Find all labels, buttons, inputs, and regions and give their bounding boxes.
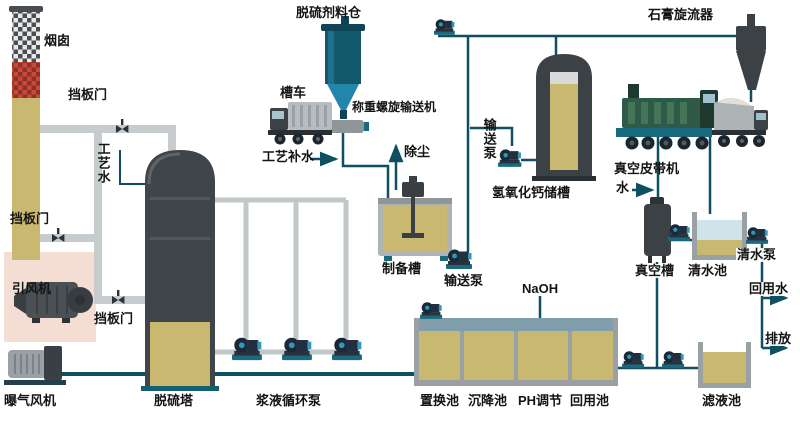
label-clean-water-pool: 清水池 (688, 263, 728, 278)
label-vacuum-belt: 真空皮带机 (614, 161, 680, 176)
transfer-pump-label-top: 输送泵 (481, 118, 497, 160)
vacuum-transfer-pump-icon (668, 224, 691, 241)
dump-truck-icon (712, 97, 768, 147)
label-slurry-pumps: 浆液循环泵 (256, 393, 322, 408)
flue-gas-ducts (38, 125, 176, 304)
process-lines (62, 34, 789, 376)
aeration-blower-icon (4, 346, 66, 385)
spray-pipes (215, 197, 349, 355)
lime-transfer-pump-icon (498, 149, 522, 167)
chimney-stack (9, 6, 43, 260)
filtrate-pump-icon-2 (662, 351, 685, 368)
label-vacuum-tank: 真空槽 (634, 263, 676, 278)
fgd-tower-vessel (141, 150, 219, 391)
treatment-pools (414, 318, 618, 386)
process-water-line (119, 150, 145, 185)
label-clean-water-pump: 清水泵 (736, 247, 778, 262)
conveyor-discharge-line (341, 133, 390, 198)
clean-water-pool-vessel (692, 212, 747, 260)
label-discharge: 排放 (764, 331, 793, 346)
gypsum-cyclone-icon (736, 14, 766, 90)
damper-label-3: 挡板门 (94, 311, 134, 326)
prep-transfer-pump-icon (446, 249, 472, 269)
gypsum-feed-pump-icon (434, 19, 455, 35)
label-reuse-water: 回用水 (748, 281, 790, 296)
label-settling-pool: 沉降池 (468, 393, 508, 408)
label-aeration-blower: 曝气风机 (4, 393, 57, 408)
label-screw-conveyor: 称重螺旋输送机 (352, 100, 437, 114)
label-water: 水 (616, 180, 630, 195)
label-ph-adjust: PH调节 (518, 393, 563, 408)
agitator-icon (402, 176, 424, 238)
label-reuse-pool: 回用池 (570, 393, 610, 408)
filtrate-pool-vessel (698, 342, 751, 388)
lime-pump-discharge (470, 126, 514, 146)
transfer-pump-label-bottom: 输送泵 (444, 273, 484, 288)
label-process-water: 工艺水 (95, 142, 111, 184)
damper-label-1: 挡板门 (68, 87, 108, 102)
pool-pump-icon (420, 302, 443, 319)
label-dedusting: 除尘 (404, 144, 431, 159)
tank-truck-icon (268, 102, 332, 145)
label-naoh: NaOH (522, 281, 559, 296)
label-id-fan: 引风机 (12, 281, 52, 296)
vacuum-tank-vessel (644, 197, 671, 263)
damper-label-2: 挡板门 (10, 211, 50, 226)
label-fgd-tower: 脱硫塔 (154, 393, 194, 408)
desulfurizer-silo (321, 16, 365, 119)
slurry-pump-icon-1 (232, 337, 262, 361)
label-tank-truck: 槽车 (280, 85, 307, 100)
prep-tank-vessel (378, 176, 452, 261)
label-makeup-water: 工艺补水 (262, 149, 315, 164)
vacuum-belt-machine (616, 84, 718, 150)
label-replacement-pool: 置换池 (420, 393, 460, 408)
label-gypsum-cyclone: 石膏旋流器 (648, 7, 714, 22)
slurry-pump-icon-2 (282, 337, 312, 361)
clean-water-pump-icon (746, 227, 769, 244)
label-silo: 脱硫剂料仓 (296, 5, 362, 20)
lime-storage-tank-vessel (532, 54, 596, 181)
label-prep-tank: 制备槽 (382, 261, 422, 276)
id-fan-icon (14, 282, 93, 323)
slurry-pump-icon-3 (332, 337, 362, 361)
label-filtrate-pool: 滤液池 (702, 393, 742, 408)
label-lime-storage: 氢氧化钙储槽 (492, 185, 571, 200)
filtrate-pump-icon-1 (622, 351, 645, 368)
label-chimney: 烟囱 (44, 33, 71, 48)
